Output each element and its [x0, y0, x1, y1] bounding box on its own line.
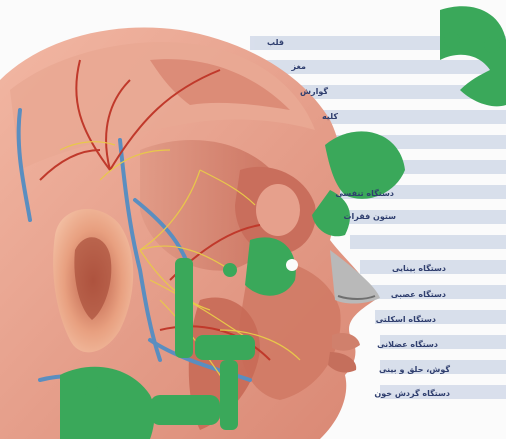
menu-item-respiratory[interactable]: دستگاه تنفسی [335, 189, 394, 198]
menu-item-brain[interactable]: مغز [292, 62, 306, 71]
menu-item-heart[interactable]: قلب [267, 38, 284, 47]
lips [332, 333, 360, 351]
menu-item-kidney[interactable]: کلیه [322, 112, 338, 121]
menu-item-digestion[interactable]: گوارش [300, 87, 328, 96]
menu-item-ent[interactable]: گوش، حلق و بینی [379, 365, 450, 374]
menu-item-skeletal[interactable]: دستگاه اسکلتی [376, 315, 436, 324]
menu-item-nervous[interactable]: دستگاه عصبی [391, 290, 446, 299]
menu-item-vision[interactable]: دستگاه بینایی [392, 264, 446, 273]
menu-item-circulatory[interactable]: دستگاه گردش خون [374, 389, 450, 398]
menu-item-muscular[interactable]: دستگاه عضلانی [377, 340, 438, 349]
nose [330, 250, 380, 304]
menu-item-spine[interactable]: ستون فقرات [343, 212, 396, 221]
